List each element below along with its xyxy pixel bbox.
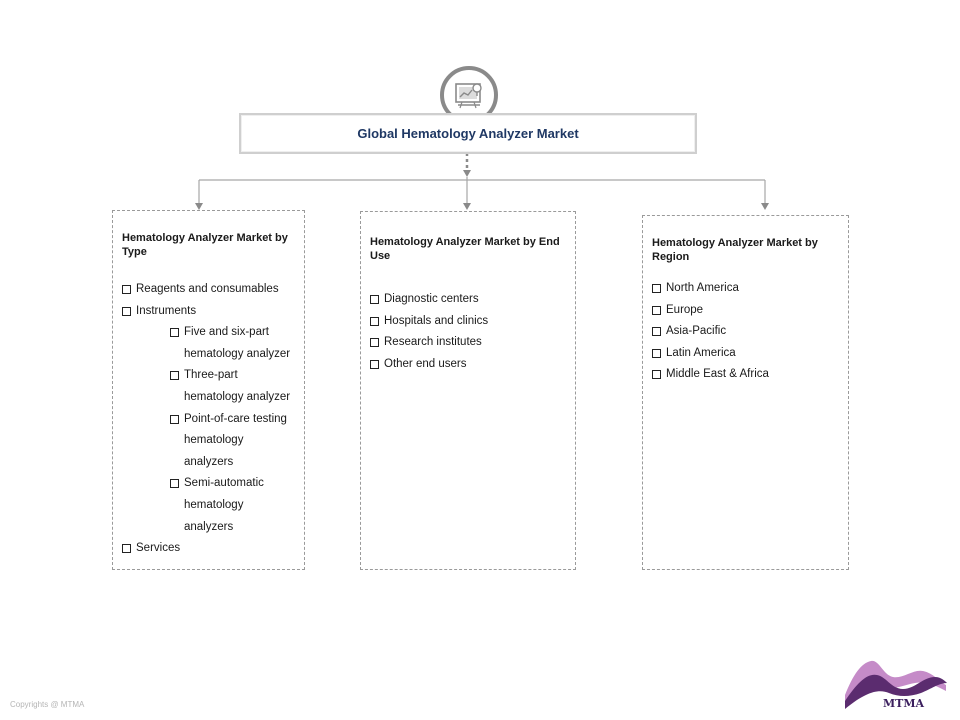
list-item: Europe — [652, 300, 839, 322]
list-item: Instruments — [122, 301, 295, 323]
arrow-region — [761, 203, 769, 210]
list-item: Three-part hematology analyzer — [170, 365, 295, 408]
list-item: Reagents and consumables — [122, 279, 295, 301]
checkbox-icon — [652, 284, 661, 293]
list-item: Middle East & Africa — [652, 364, 839, 386]
logo-wave-light — [845, 660, 946, 701]
copyright-text: Copyrights @ MTMA — [10, 700, 85, 709]
list-item: Diagnostic centers — [370, 289, 566, 311]
checkbox-icon — [170, 328, 179, 338]
segment-box-region: Hematology Analyzer Market by Region Nor… — [642, 215, 849, 570]
analysis-board-icon — [455, 83, 482, 109]
list-item: Asia-Pacific — [652, 321, 839, 343]
segment-title: Hematology Analyzer Market by End Use — [370, 236, 560, 262]
checkbox-icon — [652, 348, 661, 358]
checkbox-icon — [122, 306, 131, 316]
list-item: Semi-automatic hematology analyzers — [170, 473, 295, 538]
arrow-end-use — [463, 203, 471, 210]
title-arrow-head — [463, 170, 471, 177]
checkbox-icon — [170, 479, 179, 489]
list-item: North America — [652, 278, 839, 300]
checkbox-icon — [652, 327, 661, 337]
market-title-box: Global Hematology Analyzer Market — [239, 113, 697, 154]
list-item: Point-of-care testing hematology analyze… — [170, 409, 295, 474]
segment-title: Hematology Analyzer Market by Region — [652, 237, 818, 263]
market-title: Global Hematology Analyzer Market — [357, 126, 579, 141]
checkbox-icon — [170, 371, 179, 381]
arrow-type — [195, 203, 203, 210]
checkbox-icon — [370, 316, 379, 326]
checkbox-icon — [652, 305, 661, 315]
logo-text: MTMA — [883, 697, 925, 710]
segment-list: Diagnostic centers Hospitals and clinics… — [370, 289, 566, 375]
checkbox-icon — [652, 370, 661, 380]
list-item: Other end users — [370, 354, 566, 376]
segment-box-end-use: Hematology Analyzer Market by End Use Di… — [360, 211, 576, 570]
checkbox-icon — [170, 414, 179, 424]
list-item: Research institutes — [370, 332, 566, 354]
checkbox-icon — [370, 295, 379, 304]
segment-list: Reagents and consumables Instruments Fiv… — [122, 279, 295, 560]
mtma-logo: MTMA — [845, 660, 947, 710]
list-item: Five and six-part hematology analyzer — [170, 322, 295, 365]
checkbox-icon — [370, 338, 379, 348]
logo-wave-dark — [845, 674, 947, 709]
list-item: Latin America — [652, 343, 839, 365]
list-item: Hospitals and clinics — [370, 311, 566, 333]
segment-title: Hematology Analyzer Market by Type — [122, 232, 288, 258]
checkbox-icon — [370, 359, 379, 369]
segment-list: North America Europe Asia-Pacific Latin … — [652, 278, 839, 386]
checkbox-icon — [122, 285, 131, 294]
list-item: Services — [122, 538, 295, 560]
checkbox-icon — [122, 544, 131, 554]
segment-box-type: Hematology Analyzer Market by Type Reage… — [112, 210, 305, 570]
